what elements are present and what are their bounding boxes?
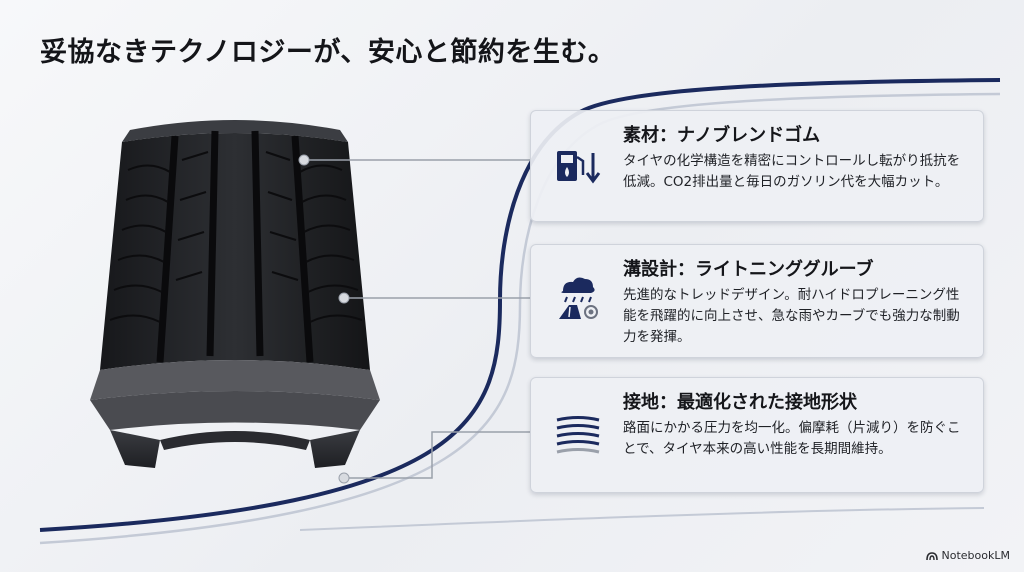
feature-description: 路面にかかる圧力を均一化。偏摩耗（片減り）を防ぐことで、タイヤ本来の高い性能を長… <box>623 420 961 457</box>
brand-watermark: NotebookLM <box>925 549 1010 562</box>
feature-card-groove: 溝設計：ライトニンググルーブ 先進的なトレッドデザイン。耐ハイドロプレーニング性… <box>530 244 984 358</box>
feature-card-contact: 接地：最適化された接地形状 路面にかかる圧力を均一化。偏摩耗（片減り）を防ぐこと… <box>530 377 984 493</box>
fuel-pump-icon <box>557 151 601 184</box>
tire-cross-section-image <box>90 120 380 468</box>
notebooklm-logo-icon <box>925 551 938 560</box>
feature-title: 素材：ナノブレンドゴム <box>623 125 821 146</box>
rain-road-icon <box>559 277 598 319</box>
feature-description: 先進的なトレッドデザイン。耐ハイドロプレーニング性能を飛躍的に向上させ、急な雨や… <box>623 287 960 345</box>
brand-label: NotebookLM <box>941 549 1010 562</box>
page-title: 妥協なきテクノロジーが、安心と節約を生む。 <box>40 37 616 68</box>
contact-lines-icon <box>556 416 600 454</box>
feature-title: 接地：最適化された接地形状 <box>623 392 857 413</box>
feature-card-material: 素材：ナノブレンドゴム タイヤの化学構造を精密にコントロールし転がり抵抗を低減。… <box>530 110 984 222</box>
feature-title: 溝設計：ライトニンググルーブ <box>623 259 874 280</box>
feature-description: タイヤの化学構造を精密にコントロールし転がり抵抗を低減。CO2排出量と毎日のガソ… <box>623 153 961 190</box>
